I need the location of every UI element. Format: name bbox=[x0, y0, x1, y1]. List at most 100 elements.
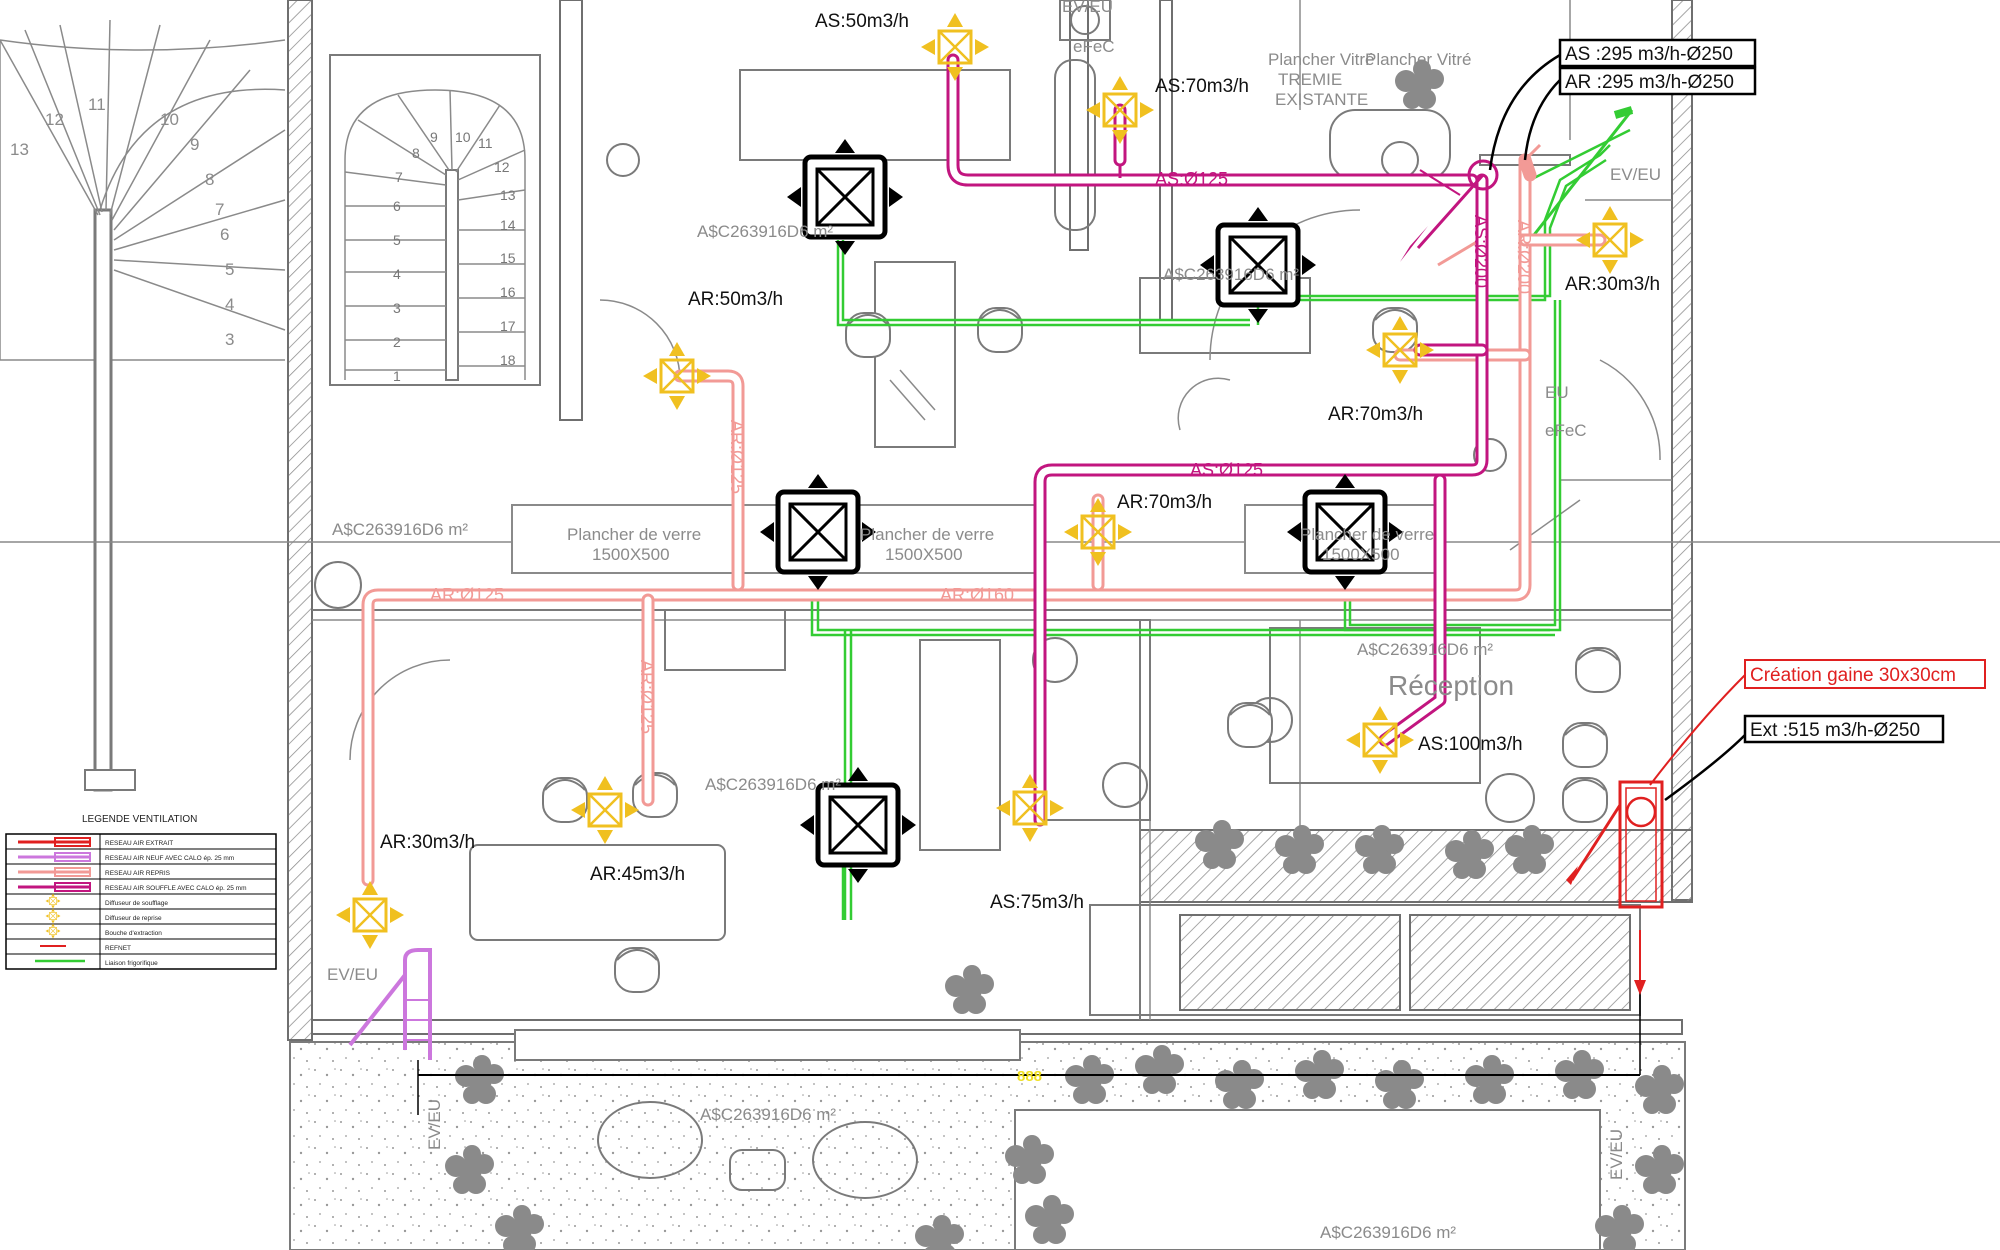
legend-item: RESEAU AIR EXTRAIT bbox=[105, 840, 173, 847]
diffuser-icon bbox=[641, 340, 713, 412]
ev-eu-label: EV/EU bbox=[327, 965, 378, 984]
legend-item: REFNET bbox=[105, 945, 131, 952]
dimension-label: 888 bbox=[1017, 1068, 1042, 1085]
legend-item: Diffuseur de soufflage bbox=[105, 900, 168, 907]
diffuser-icon bbox=[1574, 204, 1646, 276]
diffuser-icon bbox=[1344, 704, 1416, 776]
callout-gaine: Création gaine 30x30cm bbox=[1750, 665, 1956, 686]
stair-step: 18 bbox=[500, 352, 516, 368]
stair-step: 10 bbox=[455, 129, 471, 145]
callout-as-main: AS :295 m3/h-Ø250 bbox=[1565, 44, 1733, 65]
stair-step: 7 bbox=[395, 169, 403, 185]
stair-step: 12 bbox=[494, 159, 510, 175]
room-label: Plancher de verre bbox=[1300, 525, 1434, 544]
callout-ext: Ext :515 m3/h-Ø250 bbox=[1750, 720, 1920, 741]
room-label: TREMIE bbox=[1278, 70, 1342, 89]
efec-label: eFeC bbox=[1073, 37, 1115, 56]
garden: 888 bbox=[289, 60, 1686, 1250]
legend-item: RESEAU AIR REPRIS bbox=[105, 870, 171, 877]
stair-num: 10 bbox=[160, 110, 179, 129]
stair-num: 13 bbox=[10, 140, 29, 159]
stair-step: 4 bbox=[393, 266, 401, 282]
airflow-label: AR:50m3/h bbox=[688, 289, 783, 310]
airflow-label: AS:100m3/h bbox=[1418, 734, 1523, 755]
legend-item: RESEAU AIR NEUF AVEC CALO ép. 25 mm bbox=[105, 855, 234, 862]
room-label: Plancher de verre bbox=[567, 525, 701, 544]
airflow-label: AS:50m3/h bbox=[815, 11, 909, 32]
airflow-label: AS:75m3/h bbox=[990, 892, 1084, 913]
airflow-label: AR:70m3/h bbox=[1328, 404, 1423, 425]
stair-num: 7 bbox=[215, 200, 224, 219]
room-label-reception: Réception bbox=[1388, 670, 1514, 701]
duct-labels: AS:Ø125 AS:Ø125 AS:Ø200 AR:Ø200 AR:Ø125 … bbox=[430, 169, 1534, 734]
stair-step: 3 bbox=[393, 300, 401, 316]
area-label: A$C263916D6 m² bbox=[1357, 640, 1493, 659]
diffuser-icon bbox=[1084, 74, 1156, 146]
room-label: 1500X500 bbox=[885, 545, 963, 564]
stair-step: 16 bbox=[500, 284, 516, 300]
stair-step: 15 bbox=[500, 250, 516, 266]
room-label: 1500X500 bbox=[1322, 545, 1400, 564]
duct-label: AR:Ø125 bbox=[430, 585, 504, 605]
ev-eu-label: EV/EU bbox=[1607, 1129, 1626, 1180]
interior-spiral-stair: 1 2 3 4 5 6 7 8 9 10 11 12 13 14 15 16 1… bbox=[329, 54, 541, 386]
stair-step: 1 bbox=[393, 368, 401, 384]
airflow-label: AR:30m3/h bbox=[380, 832, 475, 853]
legend-item: Liaison frigorifique bbox=[105, 960, 158, 967]
legend-item: Bouche d'extraction bbox=[105, 930, 162, 937]
duct-label: AR:Ø200 bbox=[1514, 220, 1534, 294]
efec-label: eFeC bbox=[1545, 421, 1587, 440]
area-label: A$C263916D6 m² bbox=[1163, 265, 1299, 284]
duct-label: AR:Ø125 bbox=[727, 420, 747, 494]
legend-item: RESEAU AIR SOUFFLE AVEC CALO ép. 25 mm bbox=[105, 885, 246, 892]
area-label: A$C263916D6 m² bbox=[1320, 1223, 1456, 1242]
eu-label: EU bbox=[1545, 383, 1569, 402]
ev-eu-label: EV/EU bbox=[425, 1099, 444, 1150]
area-label: A$C263916D6 m² bbox=[705, 775, 841, 794]
room-labels: Plancher Vitré Plancher Vitré TREMIE EXI… bbox=[327, 0, 1661, 1242]
air-souffle-network bbox=[946, 53, 1499, 827]
ev-eu-label: EV/EU bbox=[1062, 0, 1113, 16]
airflow-label: AR:30m3/h bbox=[1565, 274, 1660, 295]
air-neuf-network bbox=[348, 948, 432, 1060]
air-extrait-network bbox=[1566, 780, 1664, 995]
stair-num: 11 bbox=[88, 95, 106, 114]
room-label: Plancher Vitré bbox=[1365, 50, 1471, 69]
stair-step: 8 bbox=[412, 145, 420, 161]
airflow-label: AR:45m3/h bbox=[590, 864, 685, 885]
stair-step: 6 bbox=[393, 198, 401, 214]
stair-num: 3 bbox=[225, 330, 234, 349]
stair-num: 8 bbox=[205, 170, 214, 189]
airflow-label: AS:70m3/h bbox=[1155, 76, 1249, 97]
stair-num: 12 bbox=[45, 110, 64, 129]
stair-step: 14 bbox=[500, 217, 516, 233]
room-label: EXISTANTE bbox=[1275, 90, 1368, 109]
callout-ar-main: AR :295 m3/h-Ø250 bbox=[1565, 72, 1734, 93]
stair-step: 17 bbox=[500, 318, 516, 334]
room-label: Plancher Vitré bbox=[1268, 50, 1374, 69]
duct-label: AS:Ø125 bbox=[1190, 460, 1263, 480]
diffuser-icon bbox=[334, 879, 406, 951]
duct-label: AS:Ø200 bbox=[1471, 215, 1491, 288]
airflow-labels: AS:50m3/h AS:70m3/h AS:100m3/h AS:75m3/h… bbox=[380, 11, 1660, 913]
area-label: A$C263916D6 m² bbox=[332, 520, 468, 539]
stair-num: 9 bbox=[190, 135, 199, 154]
stair-step: 2 bbox=[393, 334, 401, 350]
area-label: A$C263916D6 m² bbox=[700, 1105, 836, 1124]
stair-step: 5 bbox=[393, 232, 401, 248]
stair-step: 11 bbox=[478, 135, 493, 151]
legend-item: Diffuseur de reprise bbox=[105, 915, 162, 922]
airflow-label: AR:70m3/h bbox=[1117, 492, 1212, 513]
duct-label: AR:Ø125 bbox=[637, 660, 657, 734]
area-label: A$C263916D6 m² bbox=[697, 222, 833, 241]
stair-num: 4 bbox=[225, 295, 234, 314]
diffuser-icon bbox=[994, 772, 1066, 844]
stair-step: 13 bbox=[500, 187, 516, 203]
room-label: Plancher de verre bbox=[860, 525, 994, 544]
stair-step: 9 bbox=[430, 129, 438, 145]
duct-label: AS:Ø125 bbox=[1155, 169, 1228, 189]
exterior-stair: 13 12 11 10 9 8 7 6 5 4 3 bbox=[0, 19, 286, 792]
room-label: 1500X500 bbox=[592, 545, 670, 564]
ev-eu-label: EV/EU bbox=[1610, 165, 1661, 184]
